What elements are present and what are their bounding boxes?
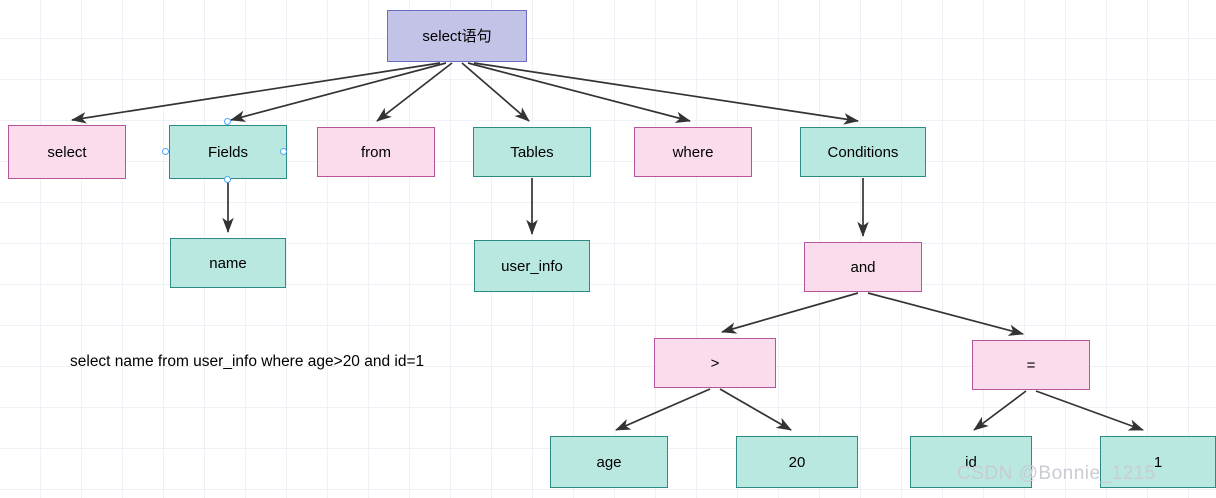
node-and-label: and (850, 258, 876, 276)
node-equals-label: = (1026, 356, 1036, 374)
node-fields-handle-top[interactable] (224, 118, 231, 125)
node-root[interactable]: select语句 (387, 10, 527, 62)
node-conditions-label: Conditions (827, 143, 899, 161)
edge-gt-20 (719, 388, 792, 431)
node-fields-handle-left[interactable] (162, 148, 169, 155)
edge-root-conditions (473, 62, 860, 125)
node-age-label: age (596, 453, 622, 471)
node-name[interactable]: name (170, 238, 286, 288)
node-user-info-label: user_info (501, 257, 563, 275)
edge-root-select (70, 62, 441, 124)
node-and[interactable]: and (804, 242, 922, 292)
edge-gt-age (615, 388, 711, 431)
node-name-label: name (209, 254, 247, 272)
node-from[interactable]: from (317, 127, 435, 177)
node-fields-handle-right[interactable] (280, 148, 287, 155)
node-id[interactable]: id (910, 436, 1032, 488)
node-greater-than[interactable]: > (654, 338, 776, 388)
node-twenty-label: 20 (788, 453, 806, 471)
edge-root-tables (461, 62, 530, 122)
edge-and-eq (867, 292, 1024, 336)
node-twenty[interactable]: 20 (736, 436, 858, 488)
node-root-label: select语句 (422, 27, 492, 45)
node-fields-handle-bottom[interactable] (224, 176, 231, 183)
node-tables-label: Tables (510, 143, 554, 161)
edge-root-where (467, 62, 691, 123)
node-tables[interactable]: Tables (473, 127, 591, 177)
node-from-label: from (361, 143, 391, 161)
node-one[interactable]: 1 (1100, 436, 1216, 488)
node-id-label: id (965, 453, 977, 471)
edge-eq-id (973, 390, 1027, 431)
node-equals[interactable]: = (972, 340, 1090, 390)
node-fields[interactable]: Fields (169, 125, 287, 179)
node-select[interactable]: select (8, 125, 126, 179)
edge-root-fields (230, 62, 447, 122)
node-where[interactable]: where (634, 127, 752, 177)
edge-eq-1 (1035, 390, 1144, 431)
node-age[interactable]: age (550, 436, 668, 488)
node-where-label: where (672, 143, 714, 161)
node-select-label: select (47, 143, 87, 161)
node-user-info[interactable]: user_info (474, 240, 590, 292)
node-one-label: 1 (1153, 453, 1163, 471)
edge-root-from (376, 62, 453, 122)
node-conditions[interactable]: Conditions (800, 127, 926, 177)
node-greater-than-label: > (710, 354, 720, 372)
watermark: CSDN @Bonnie_1215 (957, 463, 1156, 484)
node-fields-label: Fields (207, 143, 248, 161)
sql-caption: select name from user_info where age>20 … (70, 353, 425, 370)
edge-and-gt (721, 292, 859, 334)
